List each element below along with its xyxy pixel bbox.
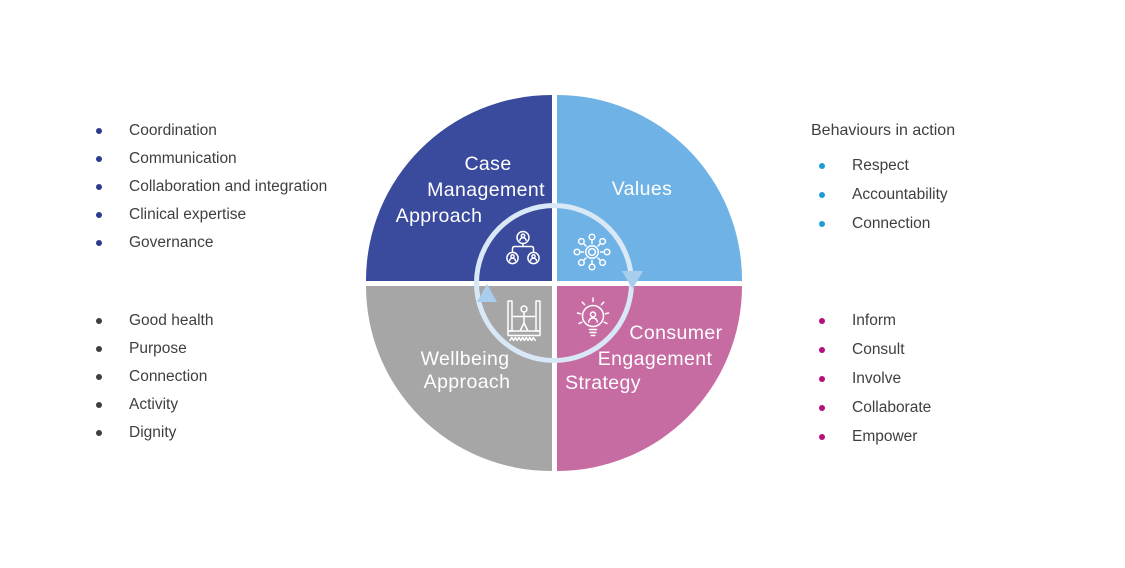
- list-item: Dignity: [90, 419, 213, 447]
- consumer-engagement-points-list: Inform Consult Involve Collaborate Empow…: [813, 306, 931, 451]
- list-item: Governance: [90, 229, 327, 257]
- quadrant-label: Approach: [395, 205, 483, 227]
- list-item: Collaborate: [813, 393, 931, 422]
- list-item: Empower: [813, 422, 931, 451]
- quadrant-label: Values: [611, 178, 673, 200]
- list-item: Collaboration and integration: [90, 173, 327, 201]
- list-item: Connection: [813, 209, 948, 238]
- org-chart-icon: [503, 230, 543, 270]
- list-item: Accountability: [813, 180, 948, 209]
- list-item: Coordination: [90, 117, 327, 145]
- list-item: Respect: [813, 151, 948, 180]
- list-item: Inform: [813, 306, 931, 335]
- quadrant-label: Case: [464, 153, 512, 175]
- lightbulb-person-icon: [570, 295, 616, 345]
- case-management-points-list: Coordination Communication Collaboration…: [90, 117, 327, 257]
- behaviours-heading: Behaviours in action: [811, 122, 956, 139]
- wellbeing-points-list: Good health Purpose Connection Activity …: [90, 307, 213, 447]
- quadrant-label: Engagement: [597, 348, 713, 370]
- quadrant-label: Management: [427, 179, 545, 201]
- network-hub-icon: [570, 230, 614, 274]
- list-item: Purpose: [90, 335, 213, 363]
- list-item: Communication: [90, 145, 327, 173]
- quadrant-label: Wellbeing: [420, 348, 510, 370]
- list-item: Good health: [90, 307, 213, 335]
- list-item: Clinical expertise: [90, 201, 327, 229]
- quadrant-label: Approach: [423, 371, 511, 393]
- quadrant-cycle-diagram: Case Management Approach Values Wellbein…: [366, 95, 742, 471]
- quadrant-label: Strategy: [565, 372, 641, 394]
- person-balance-icon: [503, 297, 545, 343]
- list-item: Involve: [813, 364, 931, 393]
- list-item: Consult: [813, 335, 931, 364]
- list-item: Connection: [90, 363, 213, 391]
- quadrant-grid: [366, 95, 742, 471]
- list-item: Activity: [90, 391, 213, 419]
- values-points-list: Respect Accountability Connection: [813, 151, 948, 238]
- quadrant-label: Consumer: [629, 322, 723, 344]
